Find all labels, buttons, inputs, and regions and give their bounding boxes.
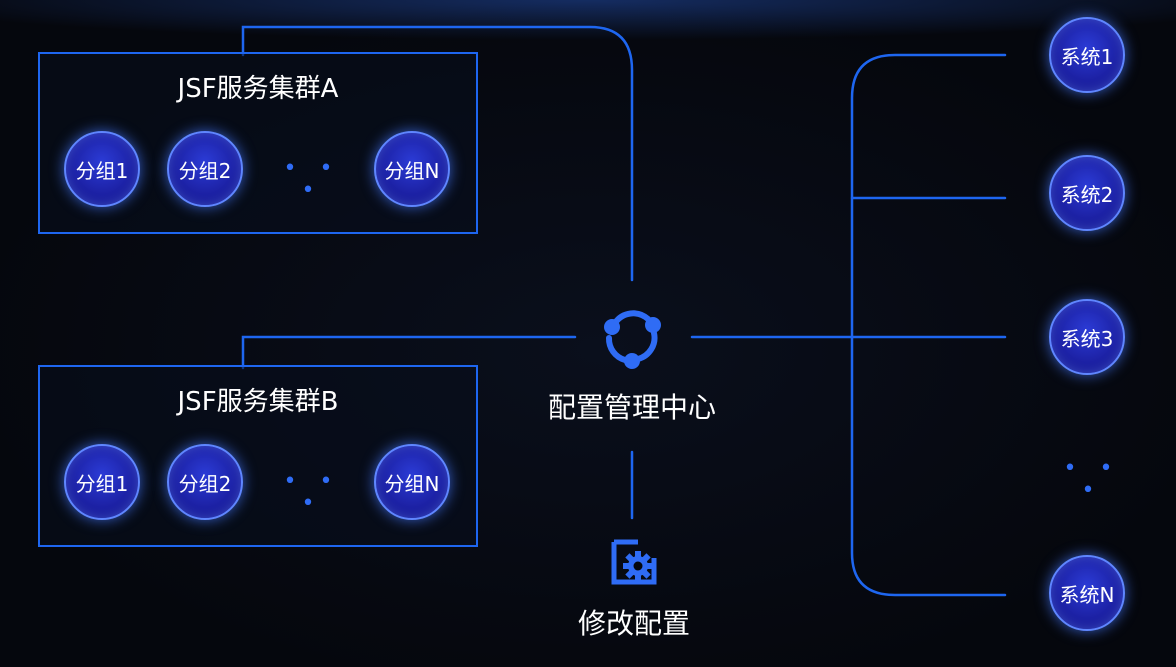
cluster-a-group-n[interactable]: 分组N: [374, 131, 450, 207]
cluster-b-group-n[interactable]: 分组N: [374, 444, 450, 520]
connector-cluster-a: [241, 25, 634, 282]
cluster-b-group-1[interactable]: 分组1: [64, 444, 140, 520]
cluster-a-group-2[interactable]: 分组2: [167, 131, 243, 207]
config-gear-icon[interactable]: [608, 536, 660, 588]
system-1[interactable]: 系统1: [1049, 17, 1125, 93]
modify-config-label: 修改配置: [577, 607, 690, 640]
cluster-b-title: JSF服务集群B: [177, 387, 339, 417]
system-3[interactable]: 系统3: [1049, 299, 1125, 375]
cluster-a: JSF服务集群A 分组1 分组2 • • • 分组N: [38, 52, 478, 234]
systems-ellipsis: • • •: [1063, 456, 1121, 503]
cluster-b: JSF服务集群B 分组1 分组2 • • • 分组N: [38, 365, 478, 547]
cluster-a-group-1[interactable]: 分组1: [64, 131, 140, 207]
cluster-a-ellipsis: • • •: [283, 156, 341, 203]
system-2[interactable]: 系统2: [1049, 155, 1125, 231]
bus-backbone: [850, 53, 1007, 597]
cluster-a-title: JSF服务集群A: [177, 74, 339, 104]
config-center-label: 配置管理中心: [547, 391, 716, 424]
cluster-b-group-2[interactable]: 分组2: [167, 444, 243, 520]
cluster-b-ellipsis: • • •: [283, 469, 341, 516]
connector-cluster-b: [241, 335, 577, 370]
system-n[interactable]: 系统N: [1049, 555, 1125, 631]
sync-hub-icon[interactable]: [598, 303, 666, 371]
